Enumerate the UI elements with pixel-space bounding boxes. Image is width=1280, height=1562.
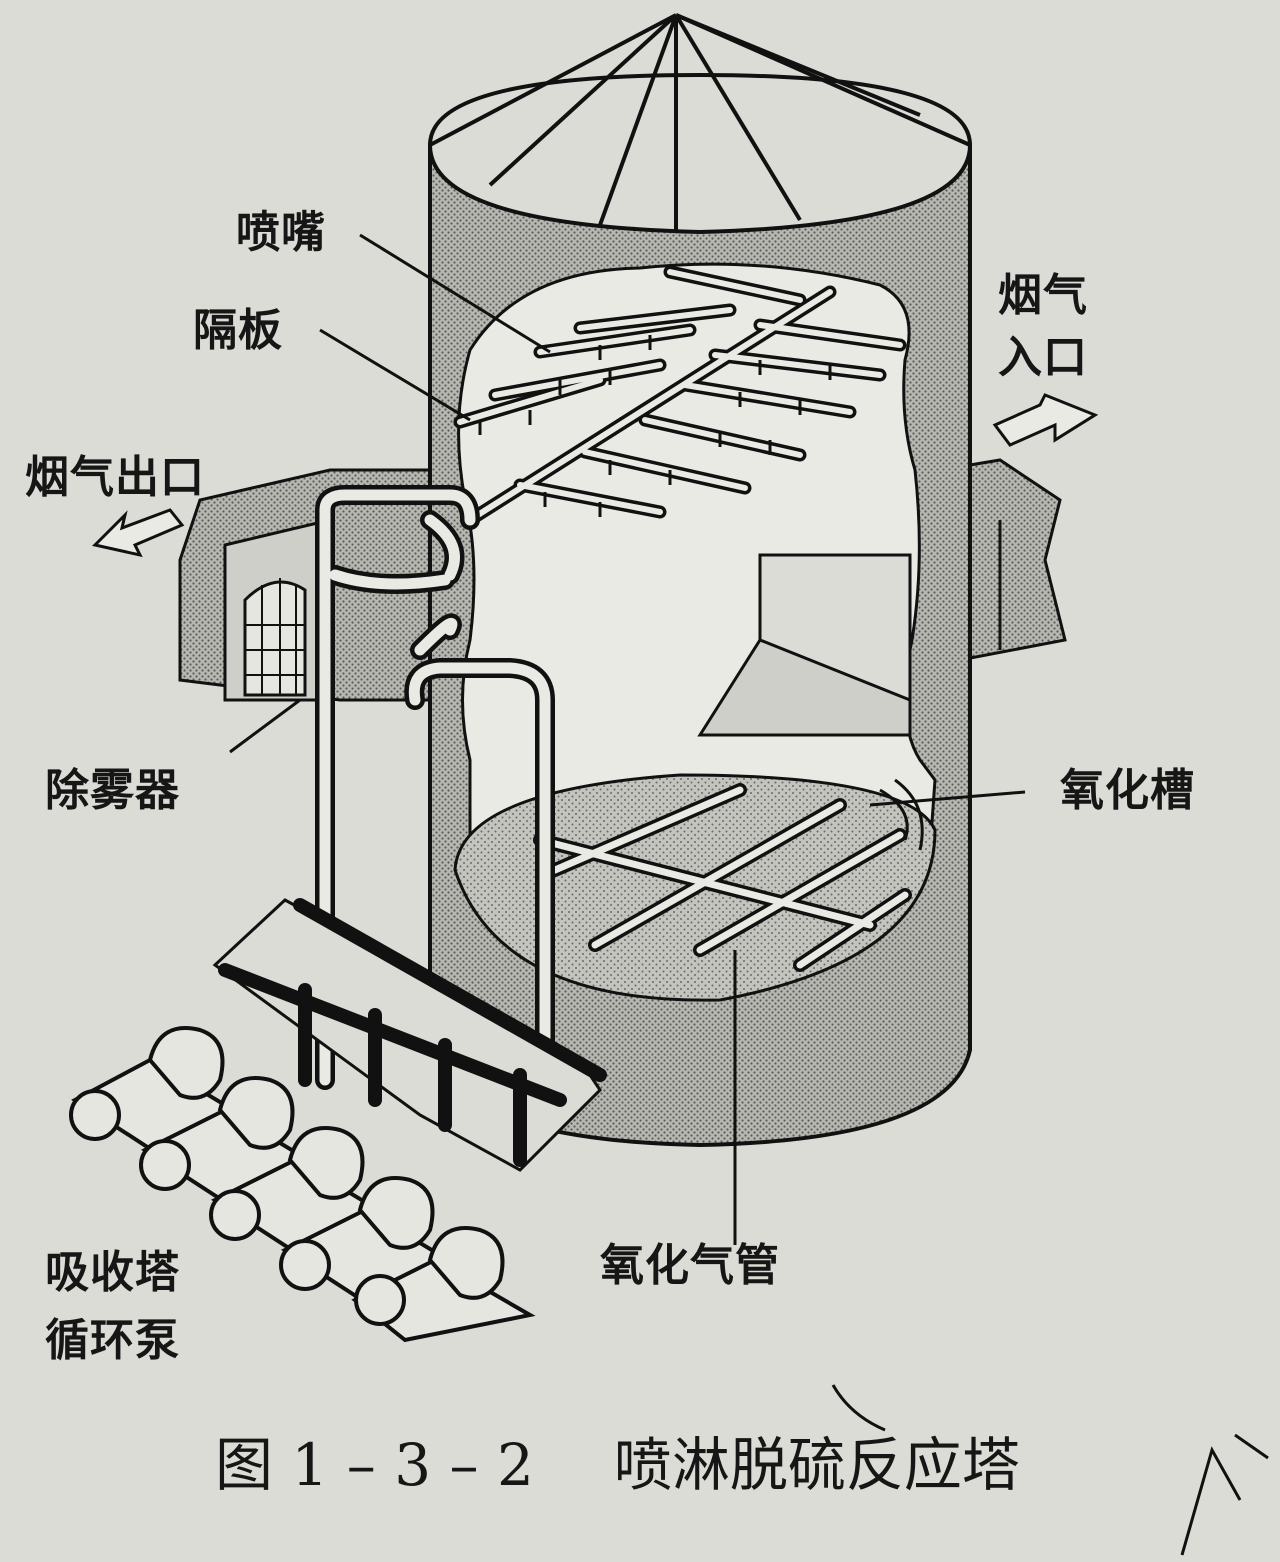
demister-label: 除雾器: [45, 763, 180, 819]
demister-grid: [245, 578, 305, 695]
flue-outlet-arrow: [95, 510, 182, 555]
flue-outlet-label: 烟气出口: [25, 450, 205, 506]
flue-inlet-label-line1: 烟气: [998, 268, 1088, 324]
absorber-pump-label-line1: 吸收塔: [45, 1245, 180, 1301]
figure-number: 图 1 – 3 – 2: [215, 1431, 534, 1499]
oxidation-air-pipe-label: 氧化气管: [600, 1238, 780, 1294]
flue-inlet-arrow: [995, 395, 1095, 445]
figure-title: 喷淋脱硫反应塔: [614, 1431, 1020, 1499]
absorber-pump-label-line2: 循环泵: [45, 1313, 180, 1369]
nozzle-label: 喷嘴: [236, 205, 326, 261]
oxidation-tank-label: 氧化槽: [1060, 763, 1195, 819]
flue-inlet-label-line2: 入口: [998, 330, 1088, 386]
baffle-label: 隔板: [193, 303, 283, 359]
figure-caption: 图 1 – 3 – 2 喷淋脱硫反应塔: [215, 1425, 1020, 1505]
